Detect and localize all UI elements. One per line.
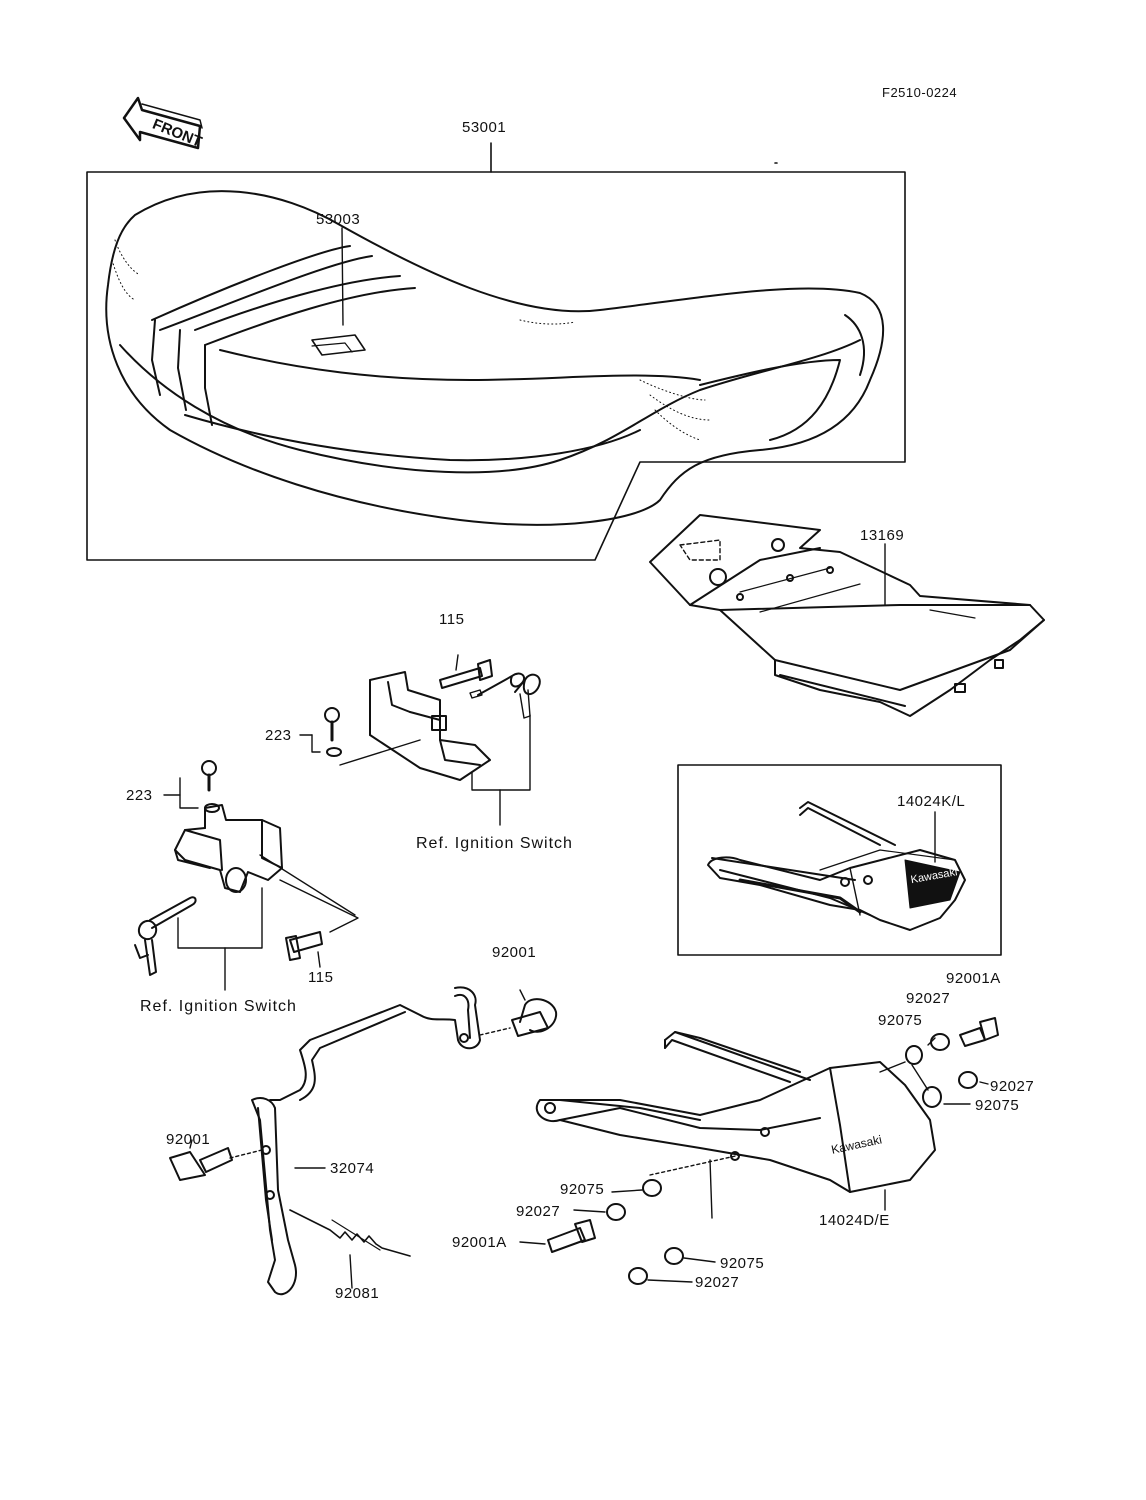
seat-assembly-frame xyxy=(86,142,906,561)
seat xyxy=(105,190,885,526)
label-115-bottom: 115 xyxy=(308,969,334,986)
label-92001-left: 92001 xyxy=(166,1131,211,1148)
label-223-left: 223 xyxy=(126,787,153,804)
label-53003: 53003 xyxy=(316,211,361,228)
grab-rail-main: Kawasaki xyxy=(535,1031,936,1219)
label-92075-bottom: 92075 xyxy=(720,1255,765,1272)
label-92001a-center: 92001A xyxy=(452,1234,507,1251)
label-92001a-right: 92001A xyxy=(946,970,1001,987)
label-92001-top: 92001 xyxy=(492,944,537,961)
label-14024kl: 14024K/L xyxy=(897,793,966,810)
seat-lock-rod xyxy=(169,986,558,1295)
ignition-switch-bracket-lower xyxy=(134,760,359,991)
label-92075-right-top: 92075 xyxy=(878,1012,923,1029)
fasteners-center xyxy=(519,1179,716,1285)
label-32074: 32074 xyxy=(330,1160,375,1177)
label-13169: 13169 xyxy=(860,527,905,544)
label-92027-right-top: 92027 xyxy=(906,990,951,1007)
label-92075-center: 92075 xyxy=(560,1181,605,1198)
ignition-switch-bracket-upper xyxy=(299,654,541,826)
label-115-top: 115 xyxy=(439,611,465,628)
label-92027-bottom: 92027 xyxy=(695,1274,740,1291)
label-92027-right-mid: 92027 xyxy=(990,1078,1035,1095)
seat-pan xyxy=(649,514,1045,717)
grab-rail-lower-text: Kawasaki xyxy=(830,1132,883,1156)
fasteners-right xyxy=(905,1017,999,1108)
label-92075-right-mid: 92075 xyxy=(975,1097,1020,1114)
label-92081: 92081 xyxy=(335,1285,380,1302)
front-arrow-icon: FRONT xyxy=(122,96,204,151)
label-14024de: 14024D/E xyxy=(819,1212,890,1229)
figure-code: F2510-0224 xyxy=(882,85,958,100)
label-92027-center: 92027 xyxy=(516,1203,561,1220)
label-ref-ignition-switch-bottom: Ref. Ignition Switch xyxy=(140,998,297,1015)
label-53001: 53001 xyxy=(462,119,507,136)
grab-rail-inset: Kawasaki xyxy=(677,764,1002,956)
label-223-top: 223 xyxy=(265,727,292,744)
label-ref-ignition-switch-top: Ref. Ignition Switch xyxy=(416,835,573,852)
front-arrow-text: FRONT xyxy=(150,116,204,151)
